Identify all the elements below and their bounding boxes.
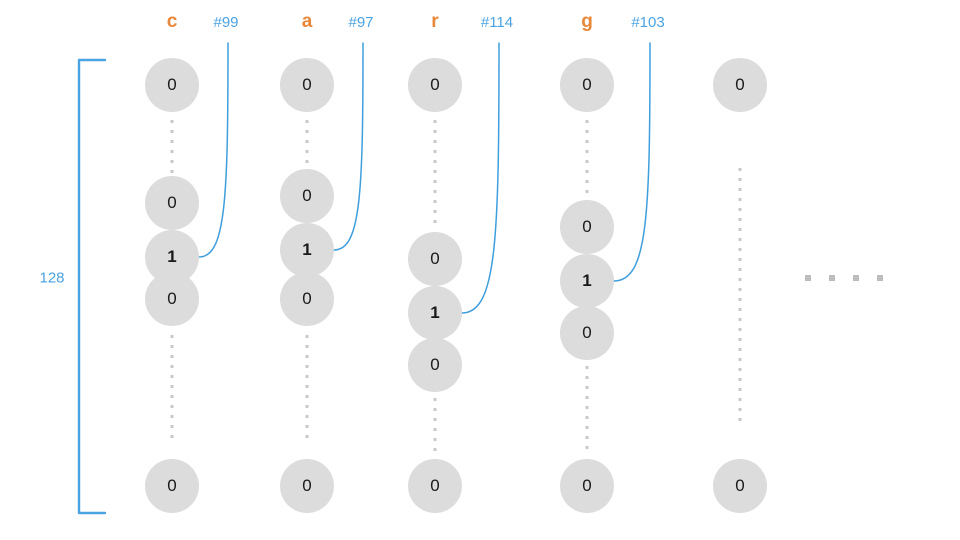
vertical-ellipsis-icon-2-0 <box>433 120 437 230</box>
vector-cell: 0 <box>145 176 199 230</box>
vector-cell: 0 <box>280 169 334 223</box>
vector-cell: 0 <box>280 272 334 326</box>
vertical-ellipsis-icon-1-1 <box>305 335 309 445</box>
vertical-ellipsis-icon-3-1 <box>585 366 589 456</box>
char-label-1: a <box>301 11 313 32</box>
vertical-ellipsis-icon-2-1 <box>433 398 437 453</box>
vector-cell: 0 <box>560 459 614 513</box>
char-label-0: c <box>166 11 178 32</box>
horizontal-ellipsis-icon <box>805 275 885 281</box>
vector-cell: 0 <box>560 306 614 360</box>
connector-curve-3 <box>613 42 651 282</box>
vector-cell: 0 <box>560 58 614 112</box>
vertical-ellipsis-icon-0-0 <box>170 120 174 176</box>
vertical-ellipsis-icon-4-0 <box>738 168 742 423</box>
vertical-ellipsis-icon-1-0 <box>305 120 309 170</box>
vector-cell: 1 <box>280 223 334 277</box>
connector-curve-1 <box>333 42 364 251</box>
vertical-ellipsis-icon-0-1 <box>170 335 174 445</box>
vector-cell: 0 <box>713 459 767 513</box>
bracket-path <box>77 58 107 515</box>
char-label-2: r <box>431 11 439 32</box>
vector-cell: 0 <box>280 459 334 513</box>
connector-curve-0 <box>198 42 229 258</box>
dimension-bracket <box>77 58 107 515</box>
char-label-3: g <box>581 11 593 32</box>
vertical-ellipsis-icon-3-0 <box>585 120 589 198</box>
vector-cell: 0 <box>408 459 462 513</box>
vector-cell: 0 <box>280 58 334 112</box>
vector-cell: 1 <box>560 254 614 308</box>
vector-cell: 1 <box>408 286 462 340</box>
vector-cell: 0 <box>145 272 199 326</box>
dimension-size-label: 128 <box>39 269 65 287</box>
vector-cell: 0 <box>408 232 462 286</box>
vector-cell: 0 <box>408 338 462 392</box>
ascii-code-label-3: #103 <box>631 14 665 31</box>
vector-cell: 0 <box>145 58 199 112</box>
ascii-code-label-1: #97 <box>348 14 374 31</box>
connector-curve-2 <box>461 42 500 314</box>
ascii-code-label-2: #114 <box>480 14 514 31</box>
ascii-code-label-0: #99 <box>213 14 239 31</box>
vector-cell: 0 <box>560 200 614 254</box>
vector-cell: 0 <box>713 58 767 112</box>
vector-cell: 0 <box>145 459 199 513</box>
vector-cell: 0 <box>408 58 462 112</box>
